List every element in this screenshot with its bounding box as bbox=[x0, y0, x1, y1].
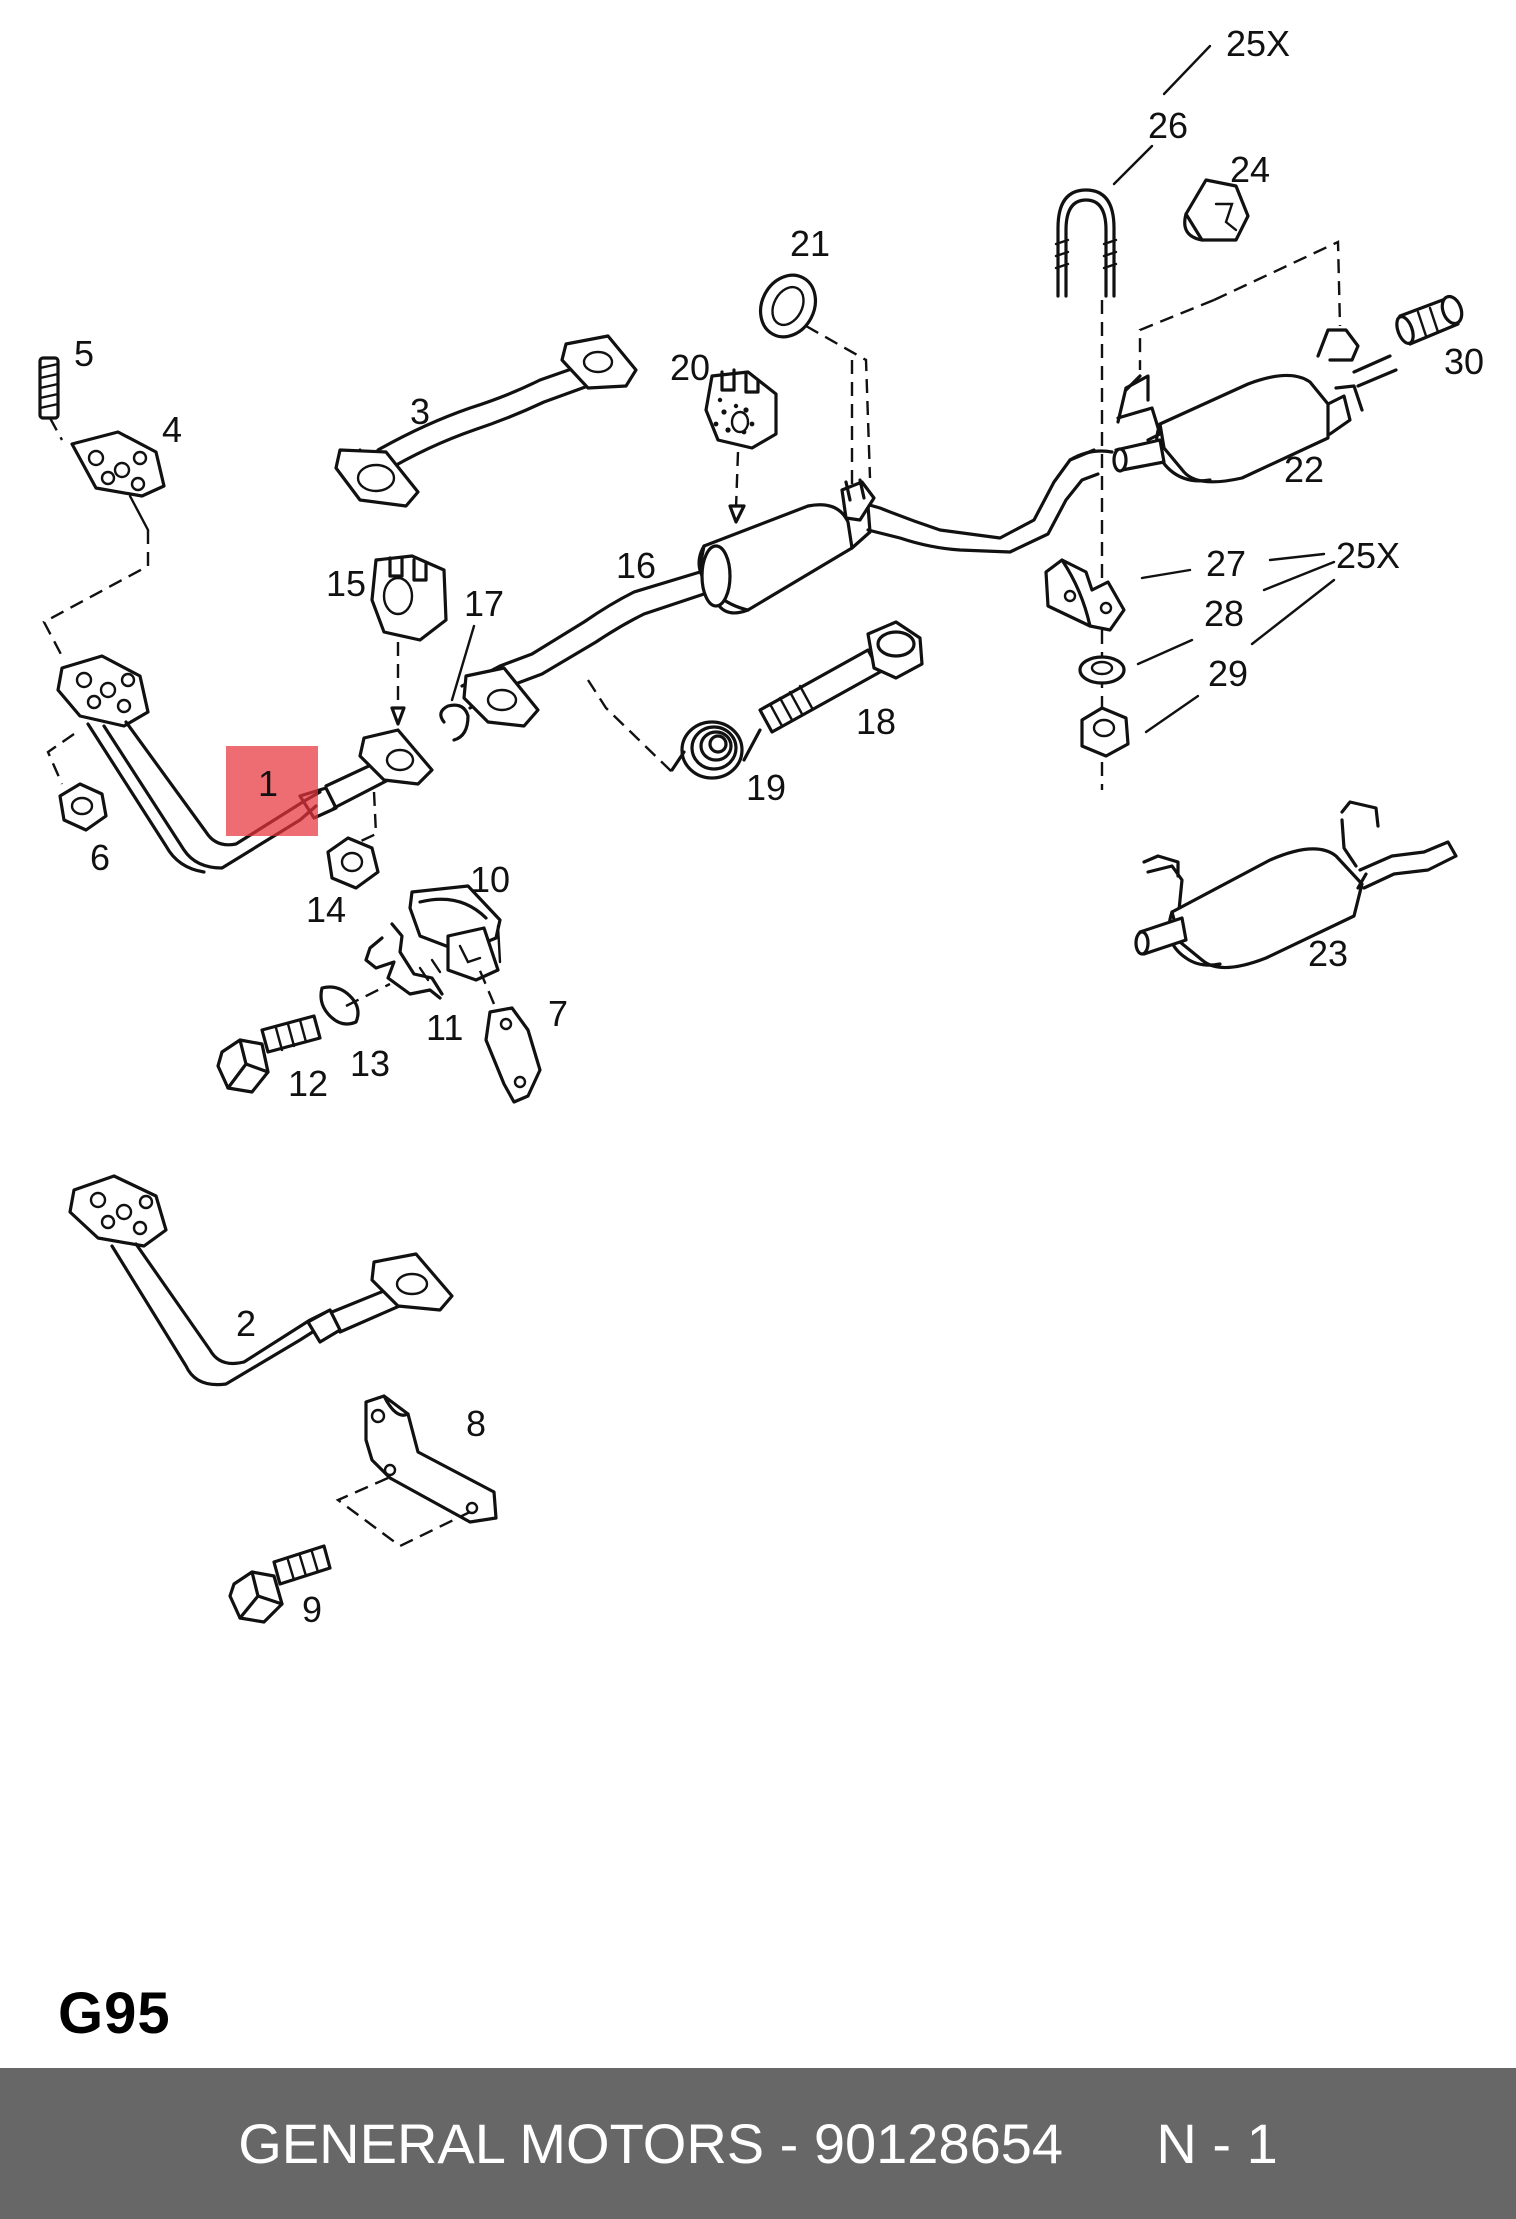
label-part-1: 1 bbox=[258, 763, 278, 804]
label-part-10: 10 bbox=[470, 859, 510, 900]
label-part-21: 21 bbox=[790, 223, 830, 264]
leader-25x bbox=[1250, 552, 1336, 646]
label-part-12: 12 bbox=[288, 1063, 328, 1104]
footer-separator: - bbox=[764, 2112, 814, 2175]
callout-labels: 1 2 3 4 5 6 7 8 9 10 11 12 13 14 15 16 1… bbox=[74, 23, 1484, 1630]
label-part-7: 7 bbox=[548, 993, 568, 1034]
part-17-clamp bbox=[439, 624, 476, 742]
label-part-19: 19 bbox=[746, 767, 786, 808]
part-14-nut bbox=[326, 791, 380, 890]
footer-brand: GENERAL MOTORS bbox=[238, 2112, 765, 2175]
label-part-24: 24 bbox=[1230, 149, 1270, 190]
part-7-bracket bbox=[476, 965, 542, 1104]
label-part-14: 14 bbox=[306, 889, 346, 930]
label-part-28: 28 bbox=[1204, 593, 1244, 634]
label-part-15: 15 bbox=[326, 563, 366, 604]
label-part-25x-top: 25X bbox=[1226, 23, 1290, 64]
part-20-rubber-block bbox=[704, 368, 778, 524]
label-part-29: 29 bbox=[1208, 653, 1248, 694]
label-part-26: 26 bbox=[1148, 105, 1188, 146]
label-part-16: 16 bbox=[616, 545, 656, 586]
part-29-nut bbox=[1080, 694, 1200, 758]
label-part-8: 8 bbox=[466, 1403, 486, 1444]
label-part-18: 18 bbox=[856, 701, 896, 742]
label-part-3: 3 bbox=[410, 391, 430, 432]
part-23-rear-muffler bbox=[1134, 800, 1458, 970]
label-part-6: 6 bbox=[90, 837, 110, 878]
part-24-rubber-plug bbox=[1183, 178, 1250, 242]
footer-gap bbox=[1063, 2112, 1156, 2175]
part-6-nut bbox=[46, 733, 108, 832]
label-part-23: 23 bbox=[1308, 933, 1348, 974]
part-8-bracket bbox=[335, 1394, 498, 1548]
label-part-22: 22 bbox=[1284, 449, 1324, 490]
part-9-bolt bbox=[228, 1544, 332, 1624]
part-3-pipe bbox=[334, 334, 638, 508]
footer-bar: GENERAL MOTORS - 90128654 N - 1 bbox=[0, 2068, 1516, 2219]
part-22-rear-muffler bbox=[1068, 240, 1398, 484]
part-13-washer bbox=[319, 982, 391, 1026]
part-12-bolt bbox=[216, 1014, 322, 1094]
label-part-11: 11 bbox=[426, 1007, 463, 1048]
footer-caption: GENERAL MOTORS - 90128654 N - 1 bbox=[238, 2111, 1278, 2176]
part-4-gasket bbox=[42, 430, 166, 661]
label-part-2: 2 bbox=[236, 1303, 256, 1344]
label-part-5: 5 bbox=[74, 333, 94, 374]
exhaust-system-diagram: 1 2 3 4 5 6 7 8 9 10 11 12 13 14 15 16 1… bbox=[38, 23, 1484, 1630]
part-19-spring bbox=[670, 720, 762, 780]
part-2-front-pipe bbox=[68, 1174, 454, 1387]
part-30-tail-tip bbox=[1395, 294, 1464, 346]
footer-quantity: N - 1 bbox=[1156, 2112, 1278, 2175]
part-5-stud bbox=[38, 356, 64, 441]
part-15-hanger-rubber bbox=[370, 554, 448, 726]
center-pipe-rear bbox=[840, 448, 1100, 554]
label-part-30: 30 bbox=[1444, 341, 1484, 382]
label-part-4: 4 bbox=[162, 409, 182, 450]
label-part-20: 20 bbox=[670, 347, 710, 388]
label-part-9: 9 bbox=[302, 1589, 322, 1630]
part-27-bracket bbox=[1044, 558, 1192, 632]
footer-part-number: 90128654 bbox=[813, 2112, 1064, 2175]
part-1-highlight bbox=[226, 746, 318, 836]
part-18-bolt bbox=[586, 620, 924, 773]
label-part-13: 13 bbox=[350, 1043, 390, 1084]
label-part-17: 17 bbox=[464, 583, 504, 624]
part-16-center-pipe bbox=[358, 503, 872, 786]
part-10-clamp bbox=[408, 884, 502, 982]
part-28-washer bbox=[1078, 638, 1194, 685]
part-21-ring bbox=[758, 273, 872, 484]
label-part-25x-right: 25X bbox=[1336, 535, 1400, 576]
section-code: G95 bbox=[58, 1981, 171, 2046]
part-11-clamp bbox=[364, 922, 444, 1000]
label-part-27: 27 bbox=[1206, 543, 1246, 584]
